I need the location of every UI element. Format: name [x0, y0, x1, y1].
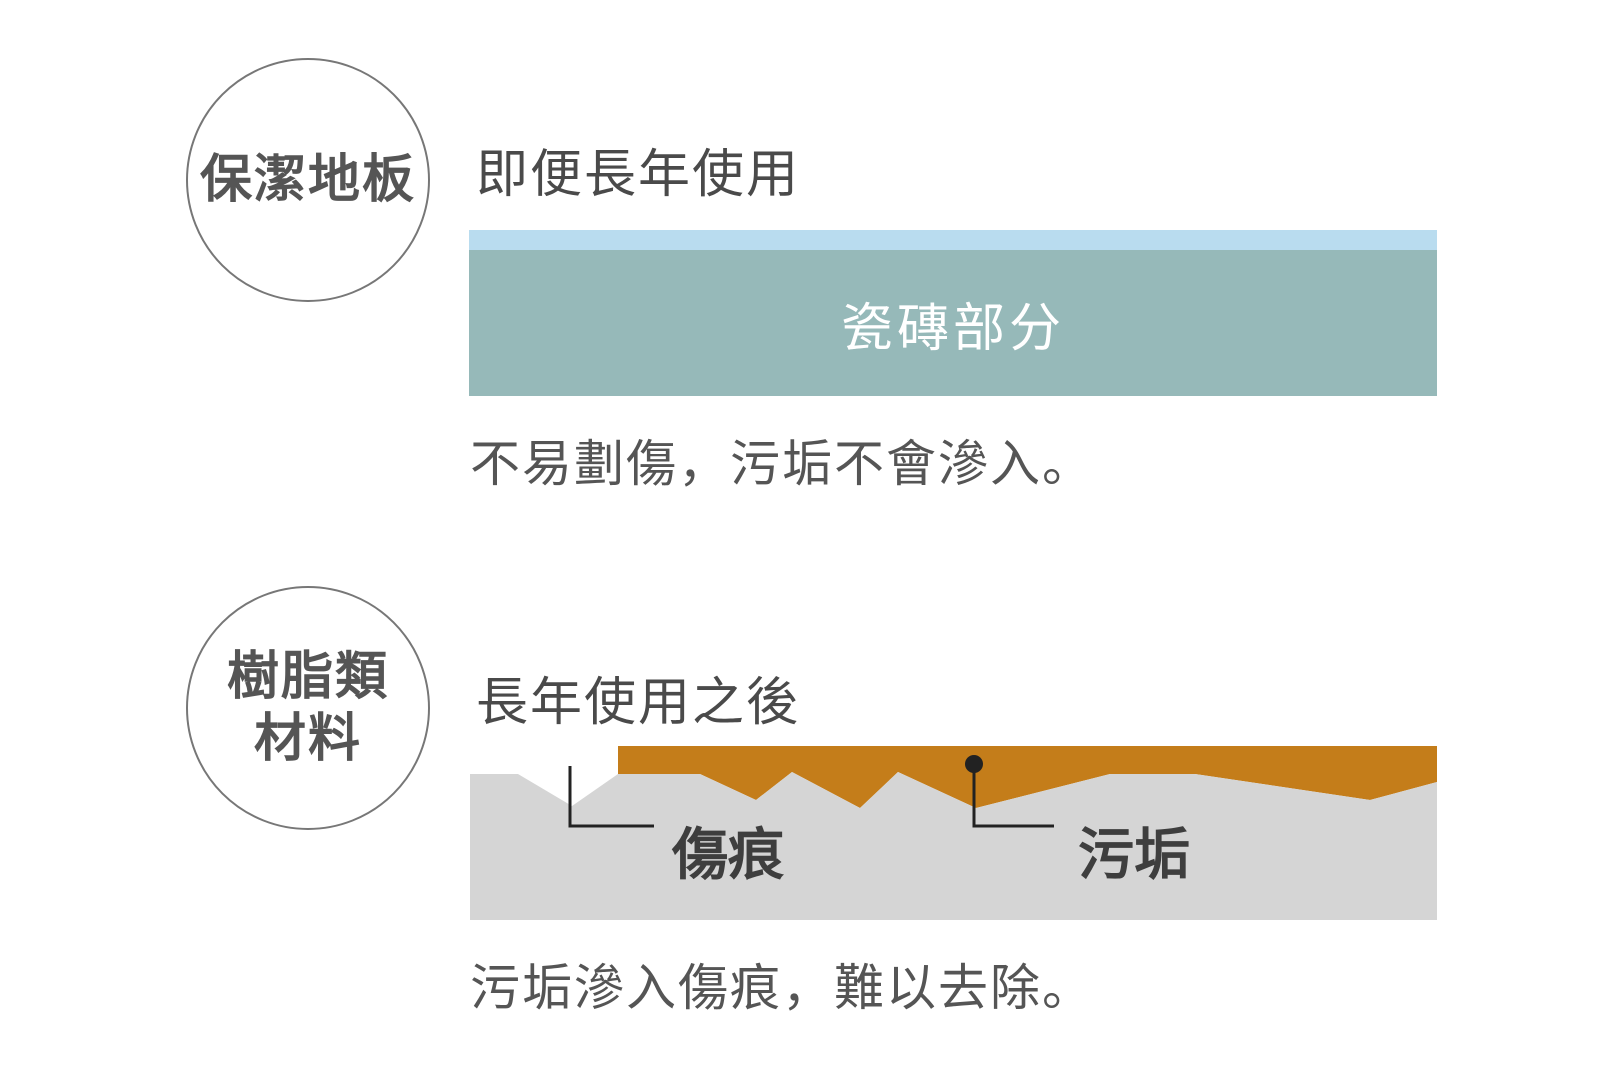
floor-type-circle-tile: 保潔地板 — [186, 58, 430, 302]
floor-type-circle-resin: 樹脂類 材料 — [186, 586, 430, 830]
resin-body — [470, 772, 1437, 920]
tile-body-block: 瓷磚部分 — [469, 250, 1437, 396]
tile-surface-layer — [469, 230, 1437, 250]
dirt-label: 污垢 — [1078, 823, 1190, 888]
scratch-label: 傷痕 — [671, 823, 785, 888]
circle-label-tile: 保潔地板 — [199, 150, 416, 210]
circle-label-resin: 樹脂類 材料 — [226, 647, 389, 769]
caption-tile: 不易劃傷，污垢不會滲入。 — [470, 435, 1094, 493]
tile-label: 瓷磚部分 — [840, 298, 1065, 359]
caption-resin: 污垢滲入傷痕，難以去除。 — [470, 959, 1094, 1017]
heading-long-term-use: 即便長年使用 — [476, 145, 801, 205]
scratch-leader-line — [568, 766, 654, 828]
heading-after-long-use: 長年使用之後 — [476, 673, 801, 733]
dirt-layer — [618, 746, 1437, 808]
dirt-leader-line — [972, 764, 1054, 828]
